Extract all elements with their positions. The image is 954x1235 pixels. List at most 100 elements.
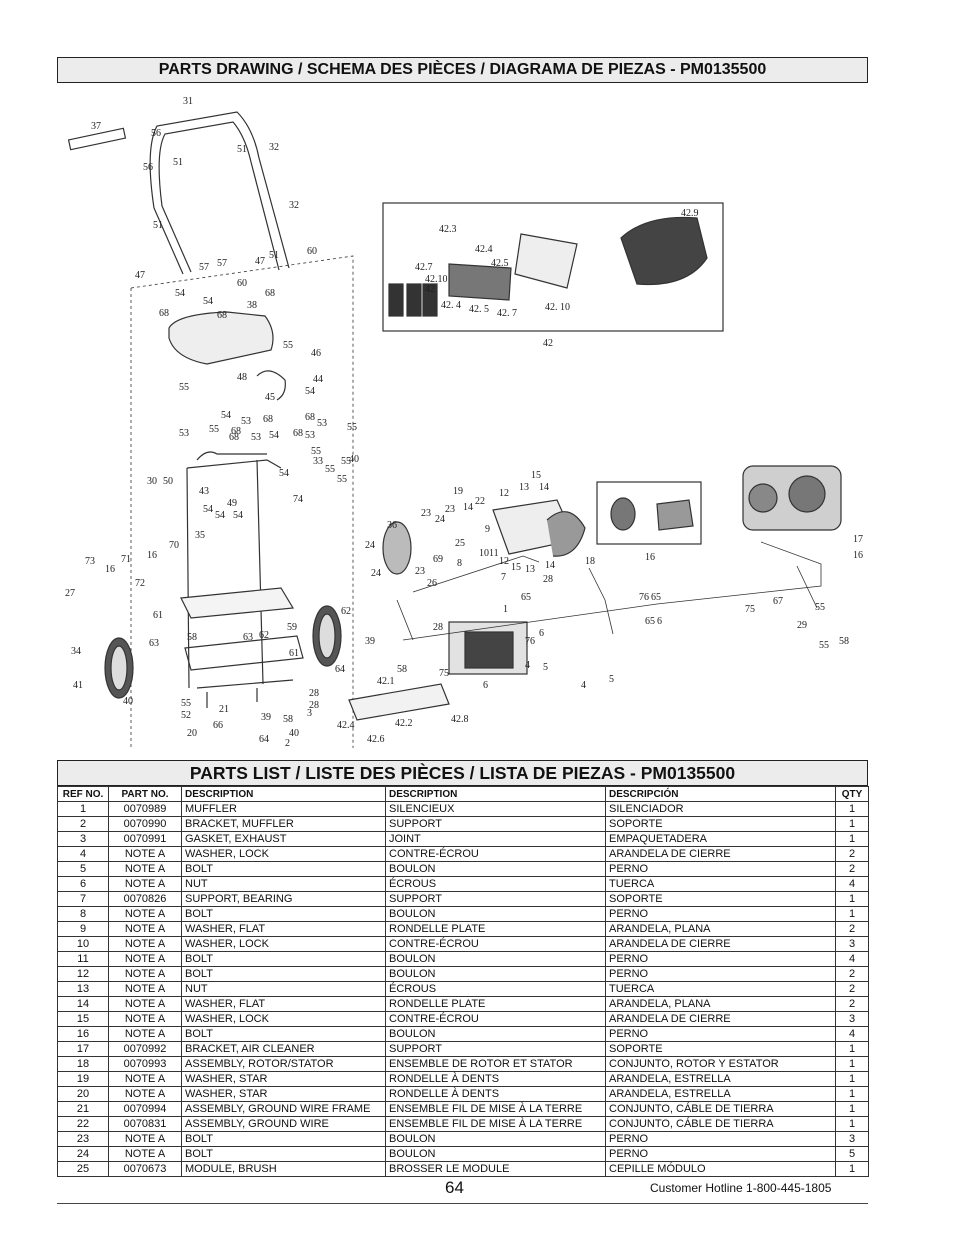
callout-label: 65 — [521, 592, 531, 603]
page-number: 64 — [445, 1178, 464, 1197]
cell-qty: 3 — [835, 1131, 869, 1147]
callout-label: 31 — [183, 96, 193, 107]
callout-label: 42. 10 — [545, 302, 570, 313]
cell-description-fr: ENSEMBLE FIL DE MISE À LA TERRE — [385, 1116, 606, 1132]
footer-divider — [57, 1203, 868, 1204]
callout-label: 63 — [149, 638, 159, 649]
cell-description-fr: RONDELLE PLATE — [385, 996, 606, 1012]
cell-part-no: 0070989 — [108, 801, 182, 817]
callout-label: 21 — [219, 704, 229, 715]
callout-label: 24 — [435, 514, 445, 525]
cell-description-fr: BOULON — [385, 966, 606, 982]
cell-qty: 4 — [835, 951, 869, 967]
callout-label: 54 — [279, 468, 289, 479]
callout-label: 16 — [105, 564, 115, 575]
callout-label: 55 — [341, 456, 351, 467]
callout-label: 39 — [365, 636, 375, 647]
cell-description-en: BOLT — [181, 966, 386, 982]
col-description-es: DESCRIPCIÓN — [605, 786, 836, 802]
callout-label: 55 — [179, 382, 189, 393]
callout-label: 37 — [91, 121, 101, 132]
callout-label: 16 — [853, 550, 863, 561]
callout-label: 54 — [305, 386, 315, 397]
callout-label: 76 — [639, 592, 649, 603]
cell-ref-no: 24 — [57, 1146, 109, 1162]
callout-label: 64 — [259, 734, 269, 745]
callout-label: 58 — [187, 632, 197, 643]
cell-description-es: CEPILLE MÓDULO — [605, 1161, 836, 1177]
cell-part-no: NOTE A — [108, 951, 182, 967]
callout-label: 41 — [73, 680, 83, 691]
callout-label: 32 — [269, 142, 279, 153]
cell-ref-no: 11 — [57, 951, 109, 967]
cell-qty: 2 — [835, 996, 869, 1012]
cell-ref-no: 15 — [57, 1011, 109, 1027]
cell-description-es: PERNO — [605, 861, 836, 877]
callout-label: 42.9 — [681, 208, 699, 219]
cell-description-es: PERNO — [605, 951, 836, 967]
callout-label: 25 — [455, 538, 465, 549]
callout-label: 3 — [307, 708, 312, 719]
callout-label: 54 — [203, 296, 213, 307]
callout-label: 6 — [657, 616, 662, 627]
callout-label: 28 — [309, 700, 319, 711]
callout-label: 65 — [651, 592, 661, 603]
callout-label: 62 — [259, 630, 269, 641]
callout-label: 28 — [543, 574, 553, 585]
cell-qty: 1 — [835, 1071, 869, 1087]
cell-qty: 4 — [835, 876, 869, 892]
callout-label: 47 — [255, 256, 265, 267]
callout-label: 66 — [213, 720, 223, 731]
callout-label: 53 — [317, 418, 327, 429]
callout-label: 58 — [283, 714, 293, 725]
cell-part-no: NOTE A — [108, 966, 182, 982]
cell-part-no: 0070993 — [108, 1056, 182, 1072]
callout-label: 62 — [341, 606, 351, 617]
callout-label: 40 — [349, 454, 359, 465]
callout-label: 17 — [853, 534, 863, 545]
callout-label: 60 — [307, 246, 317, 257]
cell-ref-no: 5 — [57, 861, 109, 877]
cell-ref-no: 7 — [57, 891, 109, 907]
cell-qty: 1 — [835, 1086, 869, 1102]
cell-description-es: SOPORTE — [605, 891, 836, 907]
cell-description-es: CONJUNTO, CÁBLE DE TIERRA — [605, 1101, 836, 1117]
cell-description-es: PERNO — [605, 906, 836, 922]
callout-label: 75 — [745, 604, 755, 615]
cell-description-en: WASHER, FLAT — [181, 996, 386, 1012]
cell-part-no: 0070994 — [108, 1101, 182, 1117]
cell-description-en: BOLT — [181, 951, 386, 967]
callout-label: 57 — [199, 262, 209, 273]
cell-qty: 1 — [835, 891, 869, 907]
callout-label: 68 — [159, 308, 169, 319]
cell-description-es: CONJUNTO, ROTOR Y ESTATOR — [605, 1056, 836, 1072]
cell-description-fr: ÉCROUS — [385, 876, 606, 892]
cell-ref-no: 8 — [57, 906, 109, 922]
callout-label: 43 — [199, 486, 209, 497]
callout-label: 36 — [387, 520, 397, 531]
callout-label: 23 — [421, 508, 431, 519]
cell-description-en: BOLT — [181, 1131, 386, 1147]
cell-description-fr: CONTRE-ÉCROU — [385, 846, 606, 862]
cell-qty: 5 — [835, 1146, 869, 1162]
callout-label: 5 — [543, 662, 548, 673]
callout-label: 42 — [425, 284, 435, 295]
cell-description-en: BOLT — [181, 1146, 386, 1162]
callout-label: 42.4 — [475, 244, 493, 255]
parts-list-title: PARTS LIST / LISTE DES PIÈCES / LISTA DE… — [57, 760, 868, 786]
cell-part-no: NOTE A — [108, 876, 182, 892]
cell-description-fr: RONDELLE PLATE — [385, 921, 606, 937]
cell-ref-no: 4 — [57, 846, 109, 862]
cell-ref-no: 19 — [57, 1071, 109, 1087]
cell-description-fr: RONDELLE À DENTS — [385, 1086, 606, 1102]
callout-label: 27 — [65, 588, 75, 599]
cell-part-no: 0070826 — [108, 891, 182, 907]
callout-label: 39 — [261, 712, 271, 723]
cell-qty: 1 — [835, 1116, 869, 1132]
cell-part-no: NOTE A — [108, 906, 182, 922]
callout-label: 4 — [581, 680, 586, 691]
cell-ref-no: 25 — [57, 1161, 109, 1177]
